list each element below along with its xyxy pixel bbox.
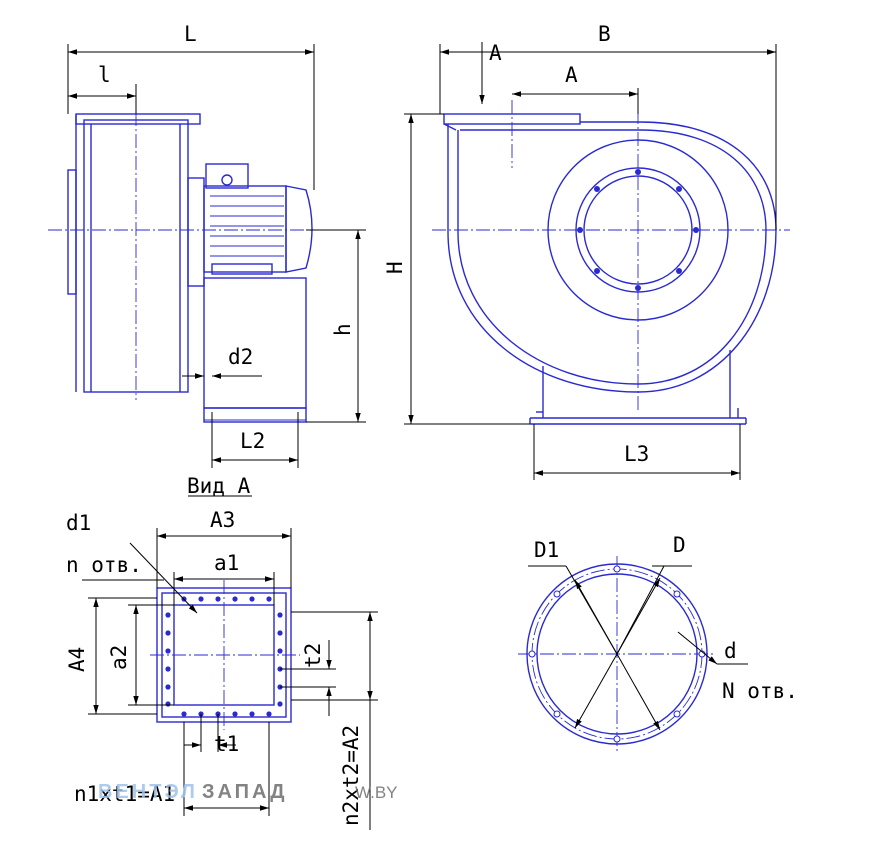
label-view-arrow-a: A [489, 41, 502, 65]
watermark-brand-b: ЭЛ [164, 781, 198, 803]
label-n1-t1: n1xt1=A1 [74, 782, 175, 806]
label-a2: a2 [107, 645, 131, 670]
front-view [432, 100, 790, 425]
dimension-labels: L l A B A H h d2 L2 L3 Вид А d1 n отв. A… [65, 22, 798, 826]
label-L: L [184, 22, 197, 46]
watermark-domain: W.BY [355, 783, 398, 802]
label-H: H [383, 261, 407, 274]
inlet-flange-dimensions [528, 565, 748, 731]
front-view-dimensions [404, 42, 777, 480]
label-L2: L2 [240, 429, 265, 453]
label-A3: A3 [210, 508, 235, 532]
label-D1: D1 [534, 538, 559, 562]
label-n2-t2: n2xt2=A2 [339, 725, 363, 826]
side-view [48, 90, 342, 423]
label-d1: d1 [66, 511, 91, 535]
watermark-brand-c: ЗАПАД [202, 781, 288, 803]
label-A: A [565, 63, 578, 87]
outlet-flange-view [150, 580, 300, 730]
side-view-dimensions [67, 44, 366, 468]
label-n-holes: n отв. [66, 553, 142, 577]
label-d2: d2 [228, 345, 253, 369]
label-l: l [98, 63, 111, 87]
label-a1: a1 [214, 551, 239, 575]
label-B: B [598, 22, 611, 46]
label-D: D [673, 533, 686, 557]
label-N-holes: N отв. [722, 679, 798, 703]
label-A4: A4 [65, 647, 89, 672]
label-h: h [331, 323, 355, 336]
outlet-flange-dimensions [82, 495, 378, 830]
label-view-a: Вид А [187, 474, 251, 498]
watermark-brand-a: ВЕНТ [98, 781, 164, 803]
label-d: d [724, 639, 737, 663]
label-L3: L3 [624, 442, 649, 466]
label-t1: t1 [214, 732, 239, 756]
label-t2: t2 [301, 643, 325, 668]
